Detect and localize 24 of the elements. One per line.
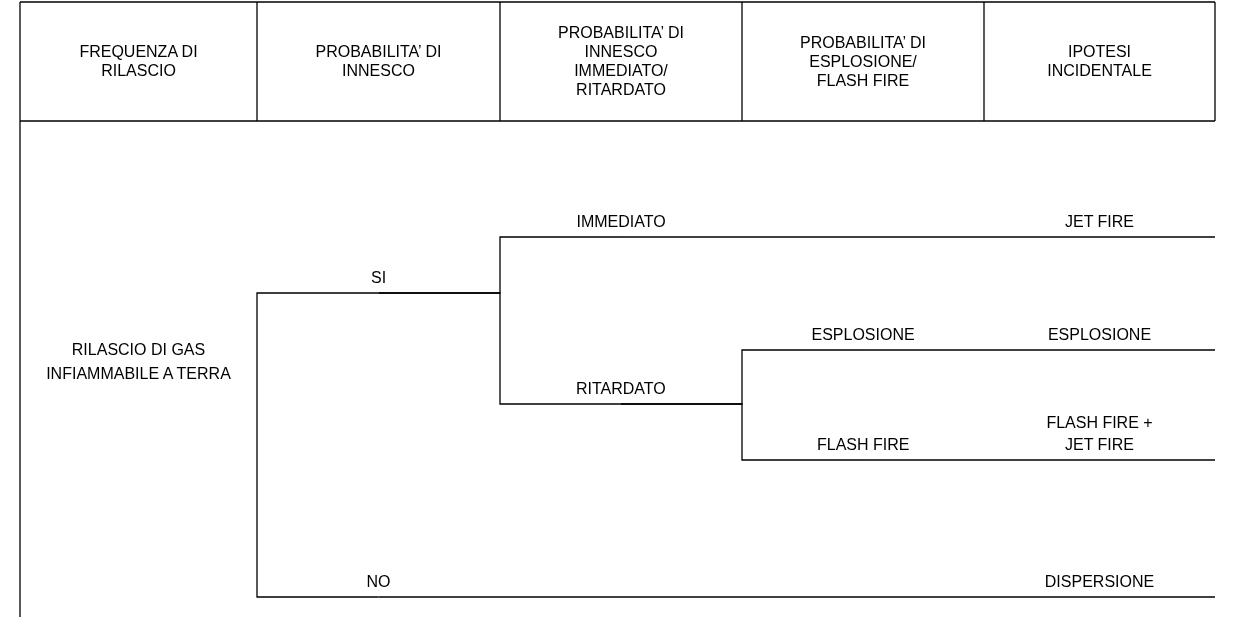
branch-line [377,596,1216,598]
branch-line [377,292,622,405]
branch-label: IMMEDIATO [572,209,670,237]
branch-line [862,349,1216,351]
branch-label: ESPLOSIONE [807,322,919,350]
branch-line [256,363,380,598]
column-header: PROBABILITA’ DI INNESCO [314,42,443,80]
branch-line [256,292,380,365]
column-header: PROBABILITA’ DI ESPLOSIONE/ FLASH FIRE [799,32,927,90]
branch-line [620,403,864,461]
column-header: IPOTESI INCIDENTALE [1046,42,1153,80]
branch-line [862,459,1216,461]
outcome-label: ESPLOSIONE [984,319,1215,350]
column-header: PROBABILITA’ DI INNESCO IMMEDIATO/ RITARDATO [557,23,685,99]
outcome-label: DISPERSIONE [984,566,1215,597]
branch-label: SI [367,265,391,293]
branch-line [620,236,1216,238]
outcome-label: FLASH FIRE + JET FIRE [984,405,1215,460]
outcome-label: JET FIRE [984,206,1215,237]
branch-label: NO [362,569,395,597]
column-header: FREQUENZA DI RILASCIO [78,42,199,80]
branch-label: RITARDATO [572,376,670,404]
branch-label: FLASH FIRE [813,432,914,460]
initial-event-label: RILASCIO DI GAS INFIAMMABILE A TERRA [20,318,257,410]
